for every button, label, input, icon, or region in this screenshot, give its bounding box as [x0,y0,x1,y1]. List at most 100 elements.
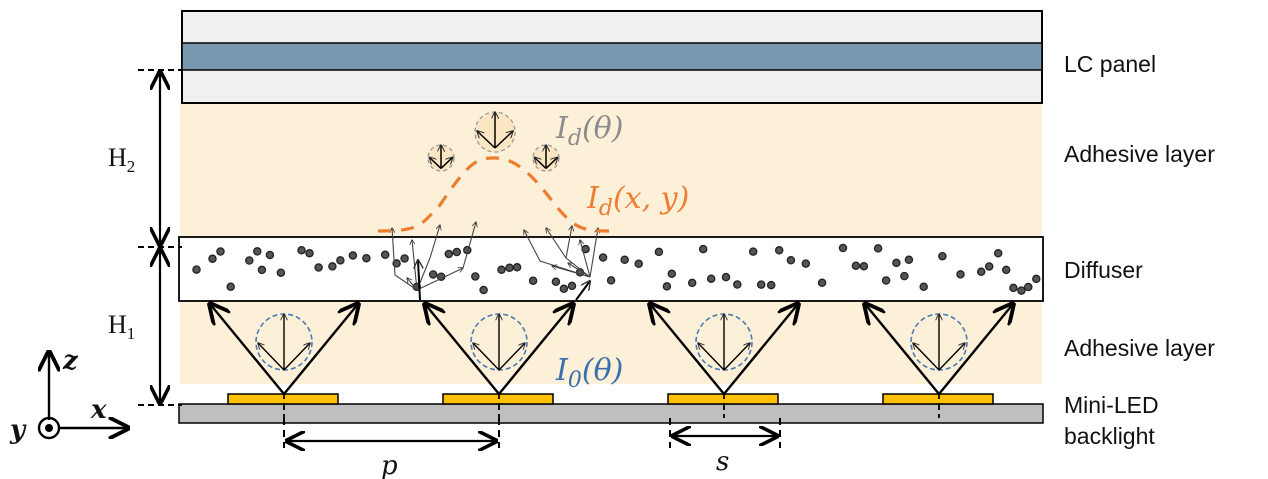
label-lc-panel: LC panel [1064,51,1156,77]
diffuser-particle [265,250,275,260]
diffuser-particle [851,261,861,270]
label-diffuser: Diffuser [1064,257,1143,283]
diffuser-particle [328,262,337,271]
intensity-distribution-curve [377,156,613,233]
diffuser-particle [208,254,217,263]
h1-label: H1 [108,310,135,343]
size-label: s [716,447,729,477]
diffuser-particle [993,249,1003,258]
ray-arrow [865,304,940,395]
ray-arrow [473,343,500,371]
i0-theta-label: I0(θ) [555,353,623,393]
diffuser-particle [654,247,664,257]
diffuser-particle [748,247,758,256]
y-axis-label: y [9,415,27,445]
diffuser-particle [859,261,869,271]
diffuser-particle [838,243,848,253]
label-adhesive-top: Adhesive layer [1064,141,1215,167]
pattern-arrow [494,131,513,149]
diffuser-particle [976,267,986,277]
diffuser-particle [892,258,901,268]
diffuser-particle [766,280,776,290]
label-backlight-line2: backlight [1064,423,1155,449]
label-backlight-line1: Mini-LED [1064,392,1159,418]
diffuser-particle [452,247,462,257]
output-angular-pattern [532,145,560,172]
ray-arrow [938,343,965,371]
diffuser-particle [551,277,561,286]
h2-label: H2 [108,143,135,176]
pitch-dimension [283,418,500,448]
diffuser-particle [774,246,784,255]
diffuser-particle [984,262,994,271]
ray-arrow [723,304,798,395]
led-emission-pattern [210,304,358,395]
diffuser-particle [428,270,438,279]
diffuser-particle [479,285,488,295]
diffuser-particle [380,250,390,260]
pattern-arrow [545,157,558,169]
ray-arrow [938,304,1013,395]
diffuser-particle [567,281,577,291]
diffuser-particle [497,265,506,275]
diffuser-particle [253,247,262,256]
diffuser-particle [305,249,314,258]
id-theta-label: Id(θ) [555,111,623,151]
led-emission-pattern [650,304,798,395]
diffuser-particle [400,254,409,263]
diffuser-particle [606,276,616,285]
diffuser-particle [620,255,629,264]
ray-arrow [698,343,725,371]
diffuser-particle [512,263,522,272]
diffuser-particle [559,284,569,294]
diffuser-particle [873,244,883,253]
pattern-arrow [477,131,496,149]
diffuser-particle [528,276,538,285]
diffuser-layer [178,236,1044,302]
pattern-arrow [429,157,442,169]
diffuser-particle [1017,286,1026,295]
ray-arrow [498,304,573,395]
label-adhesive-bottom: Adhesive layer [1064,335,1215,361]
diffuser-particle [505,263,514,273]
diffuser-particle [1024,282,1033,292]
output-angular-patterns [427,112,560,172]
adhesive-layer-bottom [180,301,1042,384]
adhesive-layer-top [180,103,1042,237]
coordinate-axes [37,352,128,440]
emission-group [210,304,1013,395]
diffuser-particle [801,259,811,268]
diffuser-particle [817,278,827,288]
mini-led-chip [667,393,779,405]
diffuser-particle [919,282,928,292]
diffuser-particle [956,270,965,279]
lc-panel [181,10,1043,104]
diffuser-particle [192,265,201,274]
diffuser-particle [786,256,796,265]
diffuser-particle [362,253,371,263]
diffuser-particle [721,272,731,282]
pattern-arrow [534,157,547,169]
z-axis-label: z [62,346,79,376]
diffuser-particle [216,247,225,256]
size-dimension [669,418,781,448]
diffuser-particle [662,282,672,291]
x-axis-label: x [90,395,107,425]
diffuser-particle [733,280,742,289]
pattern-arrow [440,157,453,169]
diffuser-particle [938,251,947,261]
diffuser-particle [687,278,697,288]
diffuser-particle [444,249,454,259]
led-emission-pattern [865,304,1013,395]
diffuser-particle [245,256,254,265]
ray-arrow [258,343,285,371]
height-dimensions [138,69,182,406]
diffuser-particles [192,243,1041,295]
led-emission-pattern [425,304,573,395]
output-angular-pattern [427,145,455,172]
diffuser-particle [706,274,716,283]
ray-arrow [283,304,358,395]
ray-arrow [650,304,725,395]
diffuser-particle [900,271,909,281]
